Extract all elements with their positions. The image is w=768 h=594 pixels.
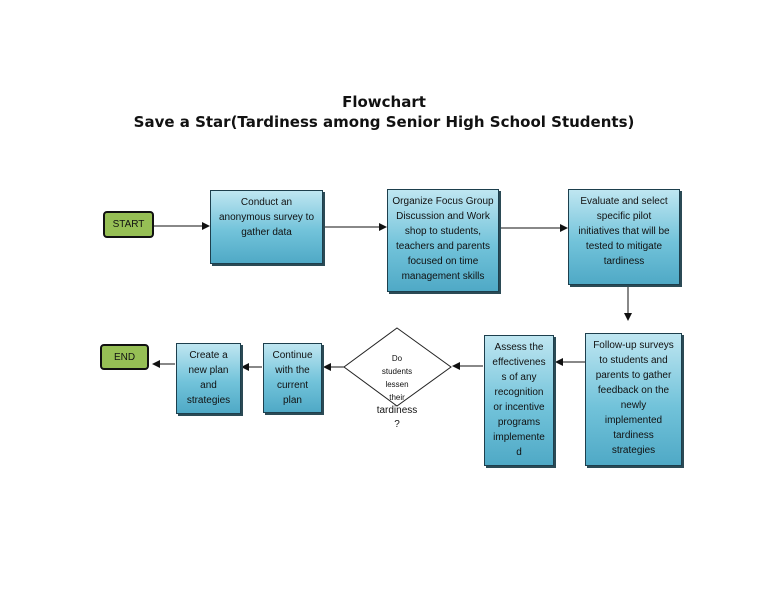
evaluate-line: Evaluate and select bbox=[580, 196, 668, 207]
end-label: END bbox=[113, 351, 136, 363]
evaluate-line: specific pilot bbox=[596, 211, 652, 222]
decision-line: students bbox=[381, 367, 413, 376]
focus-group-line: Organize Focus Group bbox=[392, 196, 494, 207]
decision-label: Do students lessen their bbox=[367, 352, 427, 404]
assess-line: effectivenes bbox=[492, 357, 546, 368]
assess-line: Assess the bbox=[494, 342, 544, 353]
assess-line: d bbox=[516, 447, 522, 458]
decision-diamond bbox=[343, 327, 452, 407]
evaluate-line: tardiness bbox=[603, 256, 645, 267]
continue-plan-box: Continue with the current plan bbox=[263, 343, 322, 413]
new-plan-box: Create a new plan and strategies bbox=[176, 343, 241, 414]
diagram-subtitle: Save a Star(Tardiness among Senior High … bbox=[133, 113, 635, 131]
continue-line: plan bbox=[283, 395, 302, 406]
follow-up-line: to students and bbox=[599, 355, 668, 366]
new-plan-line: Create a bbox=[189, 350, 228, 361]
assess-line: recognition bbox=[494, 387, 544, 398]
new-plan-line: and bbox=[200, 380, 217, 391]
evaluate-process-box: Evaluate and select specific pilot initi… bbox=[568, 189, 680, 285]
focus-group-line: Discussion and Work bbox=[396, 211, 490, 222]
follow-up-line: strategies bbox=[611, 445, 656, 456]
start-terminal: START bbox=[103, 211, 154, 238]
focus-group-line: focused on time bbox=[407, 256, 479, 267]
decision-line: lessen bbox=[385, 380, 409, 389]
focus-group-line: management skills bbox=[401, 271, 485, 282]
decision-line: their bbox=[389, 393, 405, 402]
decision-line: Do bbox=[391, 354, 403, 363]
decision-overflow-label: tardiness ? bbox=[362, 404, 432, 432]
follow-up-process-box: Follow-up surveys to students and parent… bbox=[585, 333, 682, 466]
survey-line: anonymous survey to bbox=[218, 212, 315, 223]
evaluate-line: initiatives that will be bbox=[578, 226, 670, 237]
new-plan-line: new plan bbox=[188, 365, 229, 376]
survey-process-box: Conduct an anonymous survey to gather da… bbox=[210, 190, 323, 264]
start-label: START bbox=[112, 219, 145, 230]
survey-line: Conduct an bbox=[240, 197, 293, 208]
end-terminal: END bbox=[100, 344, 149, 370]
follow-up-line: parents to gather bbox=[595, 370, 672, 381]
follow-up-line: tardiness bbox=[613, 430, 654, 441]
assess-process-box: Assess the effectivenes s of any recogni… bbox=[484, 335, 554, 466]
follow-up-line: newly bbox=[620, 400, 647, 411]
continue-line: Continue bbox=[272, 350, 313, 361]
focus-group-line: teachers and parents bbox=[396, 241, 490, 252]
survey-line: gather data bbox=[241, 227, 292, 238]
focus-group-line: shop to students, bbox=[404, 226, 482, 237]
assess-line: s of any bbox=[501, 372, 537, 383]
focus-group-process-box: Organize Focus Group Discussion and Work… bbox=[387, 189, 499, 292]
diagram-title: Flowchart bbox=[342, 93, 426, 111]
assess-line: implemente bbox=[493, 432, 545, 443]
evaluate-line: tested to mitigate bbox=[585, 241, 663, 252]
assess-line: programs bbox=[497, 417, 541, 428]
decision-line: ? bbox=[394, 419, 400, 430]
decision-line: tardiness bbox=[376, 405, 418, 416]
follow-up-line: Follow-up surveys bbox=[593, 340, 674, 351]
continue-line: current bbox=[276, 380, 309, 391]
follow-up-line: implemented bbox=[604, 415, 663, 426]
assess-line: or incentive bbox=[493, 402, 545, 413]
new-plan-line: strategies bbox=[186, 395, 231, 406]
continue-line: with the bbox=[275, 365, 310, 376]
follow-up-line: feedback on the bbox=[597, 385, 670, 396]
